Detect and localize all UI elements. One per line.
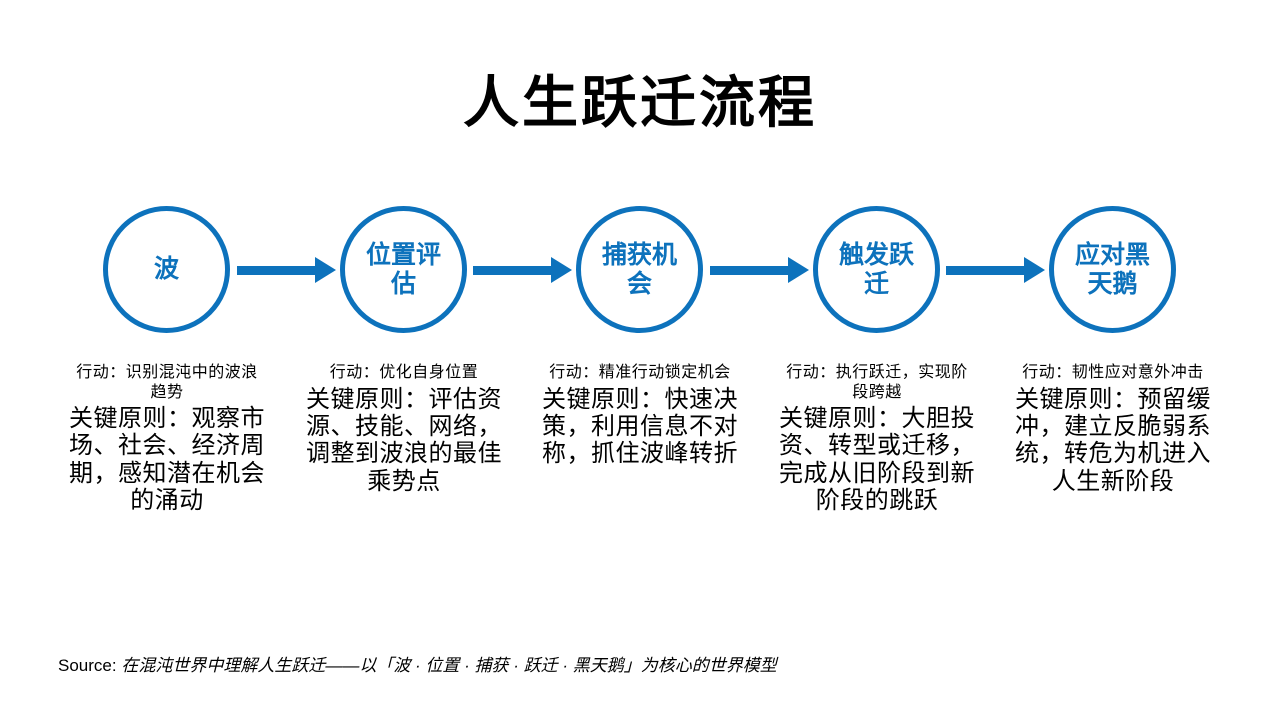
step-description-position-assessment: 行动：优化自身位置 关键原则：评估资 源、技能、网络， 调整到波浪的最佳 乘势点 [282,363,526,495]
step-circle-position-assessment: 位置评 估 [340,206,467,333]
step-description-wave: 行动：识别混沌中的波浪 趋势 关键原则：观察市 场、社会、经济周 期，感知潜在机… [45,363,289,514]
step-action-text: 行动：执行跃迁，实现阶 段跨越 [786,364,968,401]
source-text: 在混沌世界中理解人生跃迁——以「波 · 位置 · 捕获 · 跃迁 · 黑天鹅」为… [121,656,777,675]
step-principle-text: 关键原则：评估资 源、技能、网络， 调整到波浪的最佳 乘势点 [306,385,502,495]
flow-arrow-1 [237,257,336,283]
step-principle-text: 关键原则：快速决 策，利用信息不对 称，抓住波峰转折 [542,385,738,468]
step-principle-text: 关键原则：预留缓 冲，建立反脆弱系 统，转危为机进入 人生新阶段 [1015,385,1211,495]
step-principle-text: 关键原则：观察市 场、社会、经济周 期，感知潜在机会 的涌动 [69,405,265,515]
step-circle-trigger-leap-label: 触发跃 迁 [838,240,914,298]
step-description-capture-opportunity: 行动：精准行动锁定机会 关键原则：快速决 策，利用信息不对 称，抓住波峰转折 [518,363,762,468]
step-circle-black-swan: 应对黑 天鹅 [1049,206,1176,333]
step-circle-trigger-leap: 触发跃 迁 [813,206,940,333]
step-description-trigger-leap: 行动：执行跃迁，实现阶 段跨越 关键原则：大胆投 资、转型或迁移， 完成从旧阶段… [755,363,999,514]
flow-arrow-head-icon [315,257,336,283]
step-action-text: 行动：韧性应对意外冲击 [1022,364,1204,381]
flow-arrow-shaft [946,265,1024,275]
flow-arrow-head-icon [551,257,572,283]
step-circle-capture-opportunity: 捕获机 会 [576,206,703,333]
step-circle-black-swan-label: 应对黑 天鹅 [1074,240,1150,298]
flow-arrow-shaft [710,265,788,275]
step-principle-text: 关键原则：大胆投 资、转型或迁移， 完成从旧阶段到新 阶段的跳跃 [779,405,975,515]
step-action-text: 行动：精准行动锁定机会 [549,364,731,381]
source-line: Source: 在混沌世界中理解人生跃迁——以「波 · 位置 · 捕获 · 跃迁… [58,651,777,676]
step-description-black-swan: 行动：韧性应对意外冲击 关键原则：预留缓 冲，建立反脆弱系 统，转危为机进入 人… [991,363,1235,495]
step-circle-wave-label: 波 [153,255,179,284]
source-prefix: Source: [58,656,117,675]
flow-arrow-head-icon [1024,257,1045,283]
page-title: 人生跃迁流程 [463,71,817,134]
step-circle-wave: 波 [103,206,230,333]
flow-arrow-shaft [473,265,551,275]
step-action-text: 行动：优化自身位置 [329,364,479,381]
flow-arrow-3 [710,257,809,283]
step-circle-position-assessment-label: 位置评 估 [365,240,441,298]
flow-arrow-2 [473,257,572,283]
step-circle-capture-opportunity-label: 捕获机 会 [601,240,677,298]
flow-arrow-4 [946,257,1045,283]
step-action-text: 行动：识别混沌中的波浪 趋势 [76,364,258,401]
flow-arrow-shaft [237,265,315,275]
flow-arrow-head-icon [788,257,809,283]
